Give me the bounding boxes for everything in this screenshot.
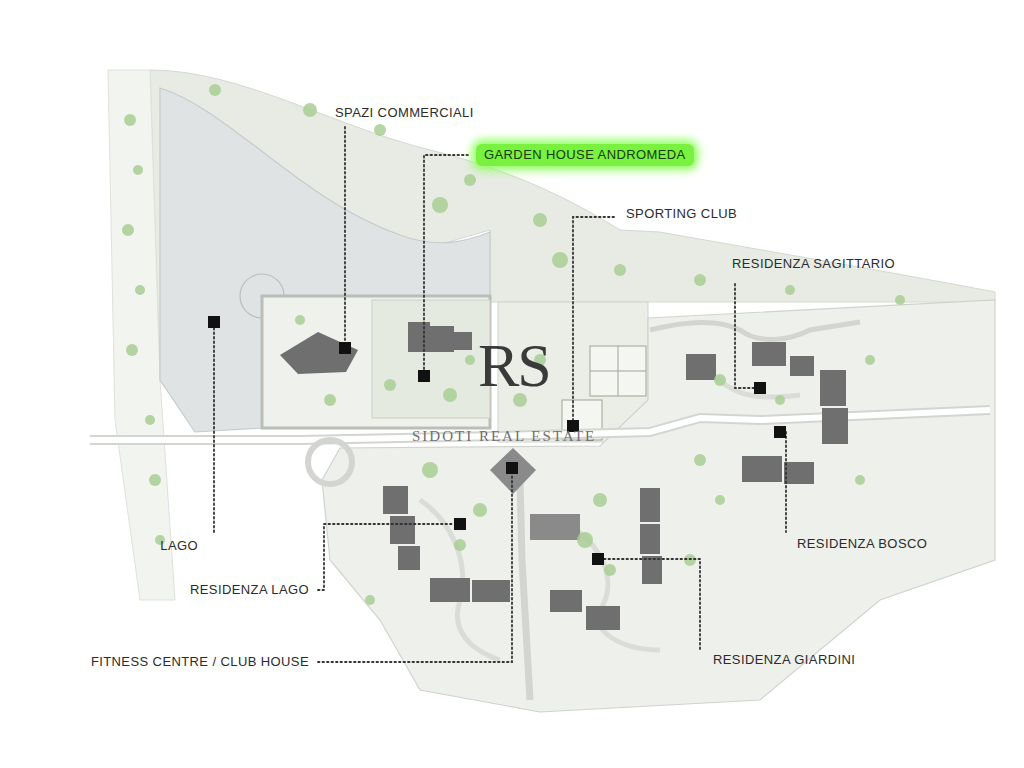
- building: [472, 580, 510, 602]
- area-label: LAGO: [160, 538, 198, 554]
- building: [430, 578, 470, 602]
- building: [430, 326, 454, 352]
- building: [586, 606, 620, 630]
- area-label: RESIDENZA BOSCO: [797, 536, 927, 552]
- road: [520, 480, 530, 700]
- building: [686, 354, 716, 380]
- building: [390, 516, 415, 544]
- building: [640, 524, 660, 554]
- leader-lines: [214, 127, 786, 662]
- area-label: RESIDENZA SAGITTARIO: [732, 256, 895, 272]
- marker-square: [339, 342, 351, 354]
- lake: [160, 88, 490, 432]
- marker-square: [506, 462, 518, 474]
- leader-line: [424, 155, 468, 370]
- building: [790, 356, 814, 376]
- buildings: [280, 322, 848, 630]
- commercial-building: [280, 332, 358, 374]
- court-line: [590, 371, 646, 372]
- leader-line: [785, 432, 787, 532]
- highlight-label: GARDEN HOUSE ANDROMEDA: [476, 144, 694, 166]
- building: [454, 332, 472, 350]
- building: [640, 488, 660, 522]
- building: [642, 556, 662, 584]
- building: [398, 546, 420, 570]
- building: [742, 456, 782, 482]
- building: [530, 514, 580, 540]
- leader-line: [213, 328, 215, 534]
- building: [550, 590, 582, 612]
- andromeda-garden: [372, 300, 490, 418]
- tennis-court: [590, 346, 646, 396]
- trees: [122, 84, 905, 605]
- road: [650, 322, 860, 339]
- marker-square: [208, 316, 220, 328]
- building: [408, 322, 430, 352]
- building: [383, 486, 408, 514]
- leader-line: [573, 217, 614, 420]
- area-label: SPORTING CLUB: [626, 206, 737, 222]
- area-label: SPAZI COMMERCIALI: [335, 105, 474, 121]
- clubhouse: [490, 448, 536, 494]
- building: [820, 370, 846, 406]
- roundabout: [308, 440, 352, 484]
- area-label: RESIDENZA LAGO: [190, 582, 309, 598]
- area-label: RESIDENZA GIARDINI: [713, 652, 855, 668]
- marker-square: [754, 382, 766, 394]
- leader-line: [344, 127, 346, 342]
- marker-square: [774, 426, 786, 438]
- residential-ground: [322, 300, 995, 712]
- commercial-block: [262, 296, 490, 428]
- watermark-text: SIDOTI REAL ESTATE: [412, 427, 596, 445]
- markers: [208, 316, 786, 565]
- building: [752, 342, 786, 366]
- marker-square: [454, 518, 466, 530]
- marker-square: [592, 553, 604, 565]
- leader-line: [318, 524, 454, 590]
- leader-line: [735, 284, 754, 388]
- building: [784, 462, 814, 484]
- building: [822, 408, 848, 444]
- leader-line: [318, 474, 512, 662]
- leader-line: [604, 559, 700, 652]
- marker-square: [418, 370, 430, 382]
- watermark-logo: RS: [478, 332, 550, 398]
- area-label: FITNESS CENTRE / CLUB HOUSE: [91, 654, 309, 670]
